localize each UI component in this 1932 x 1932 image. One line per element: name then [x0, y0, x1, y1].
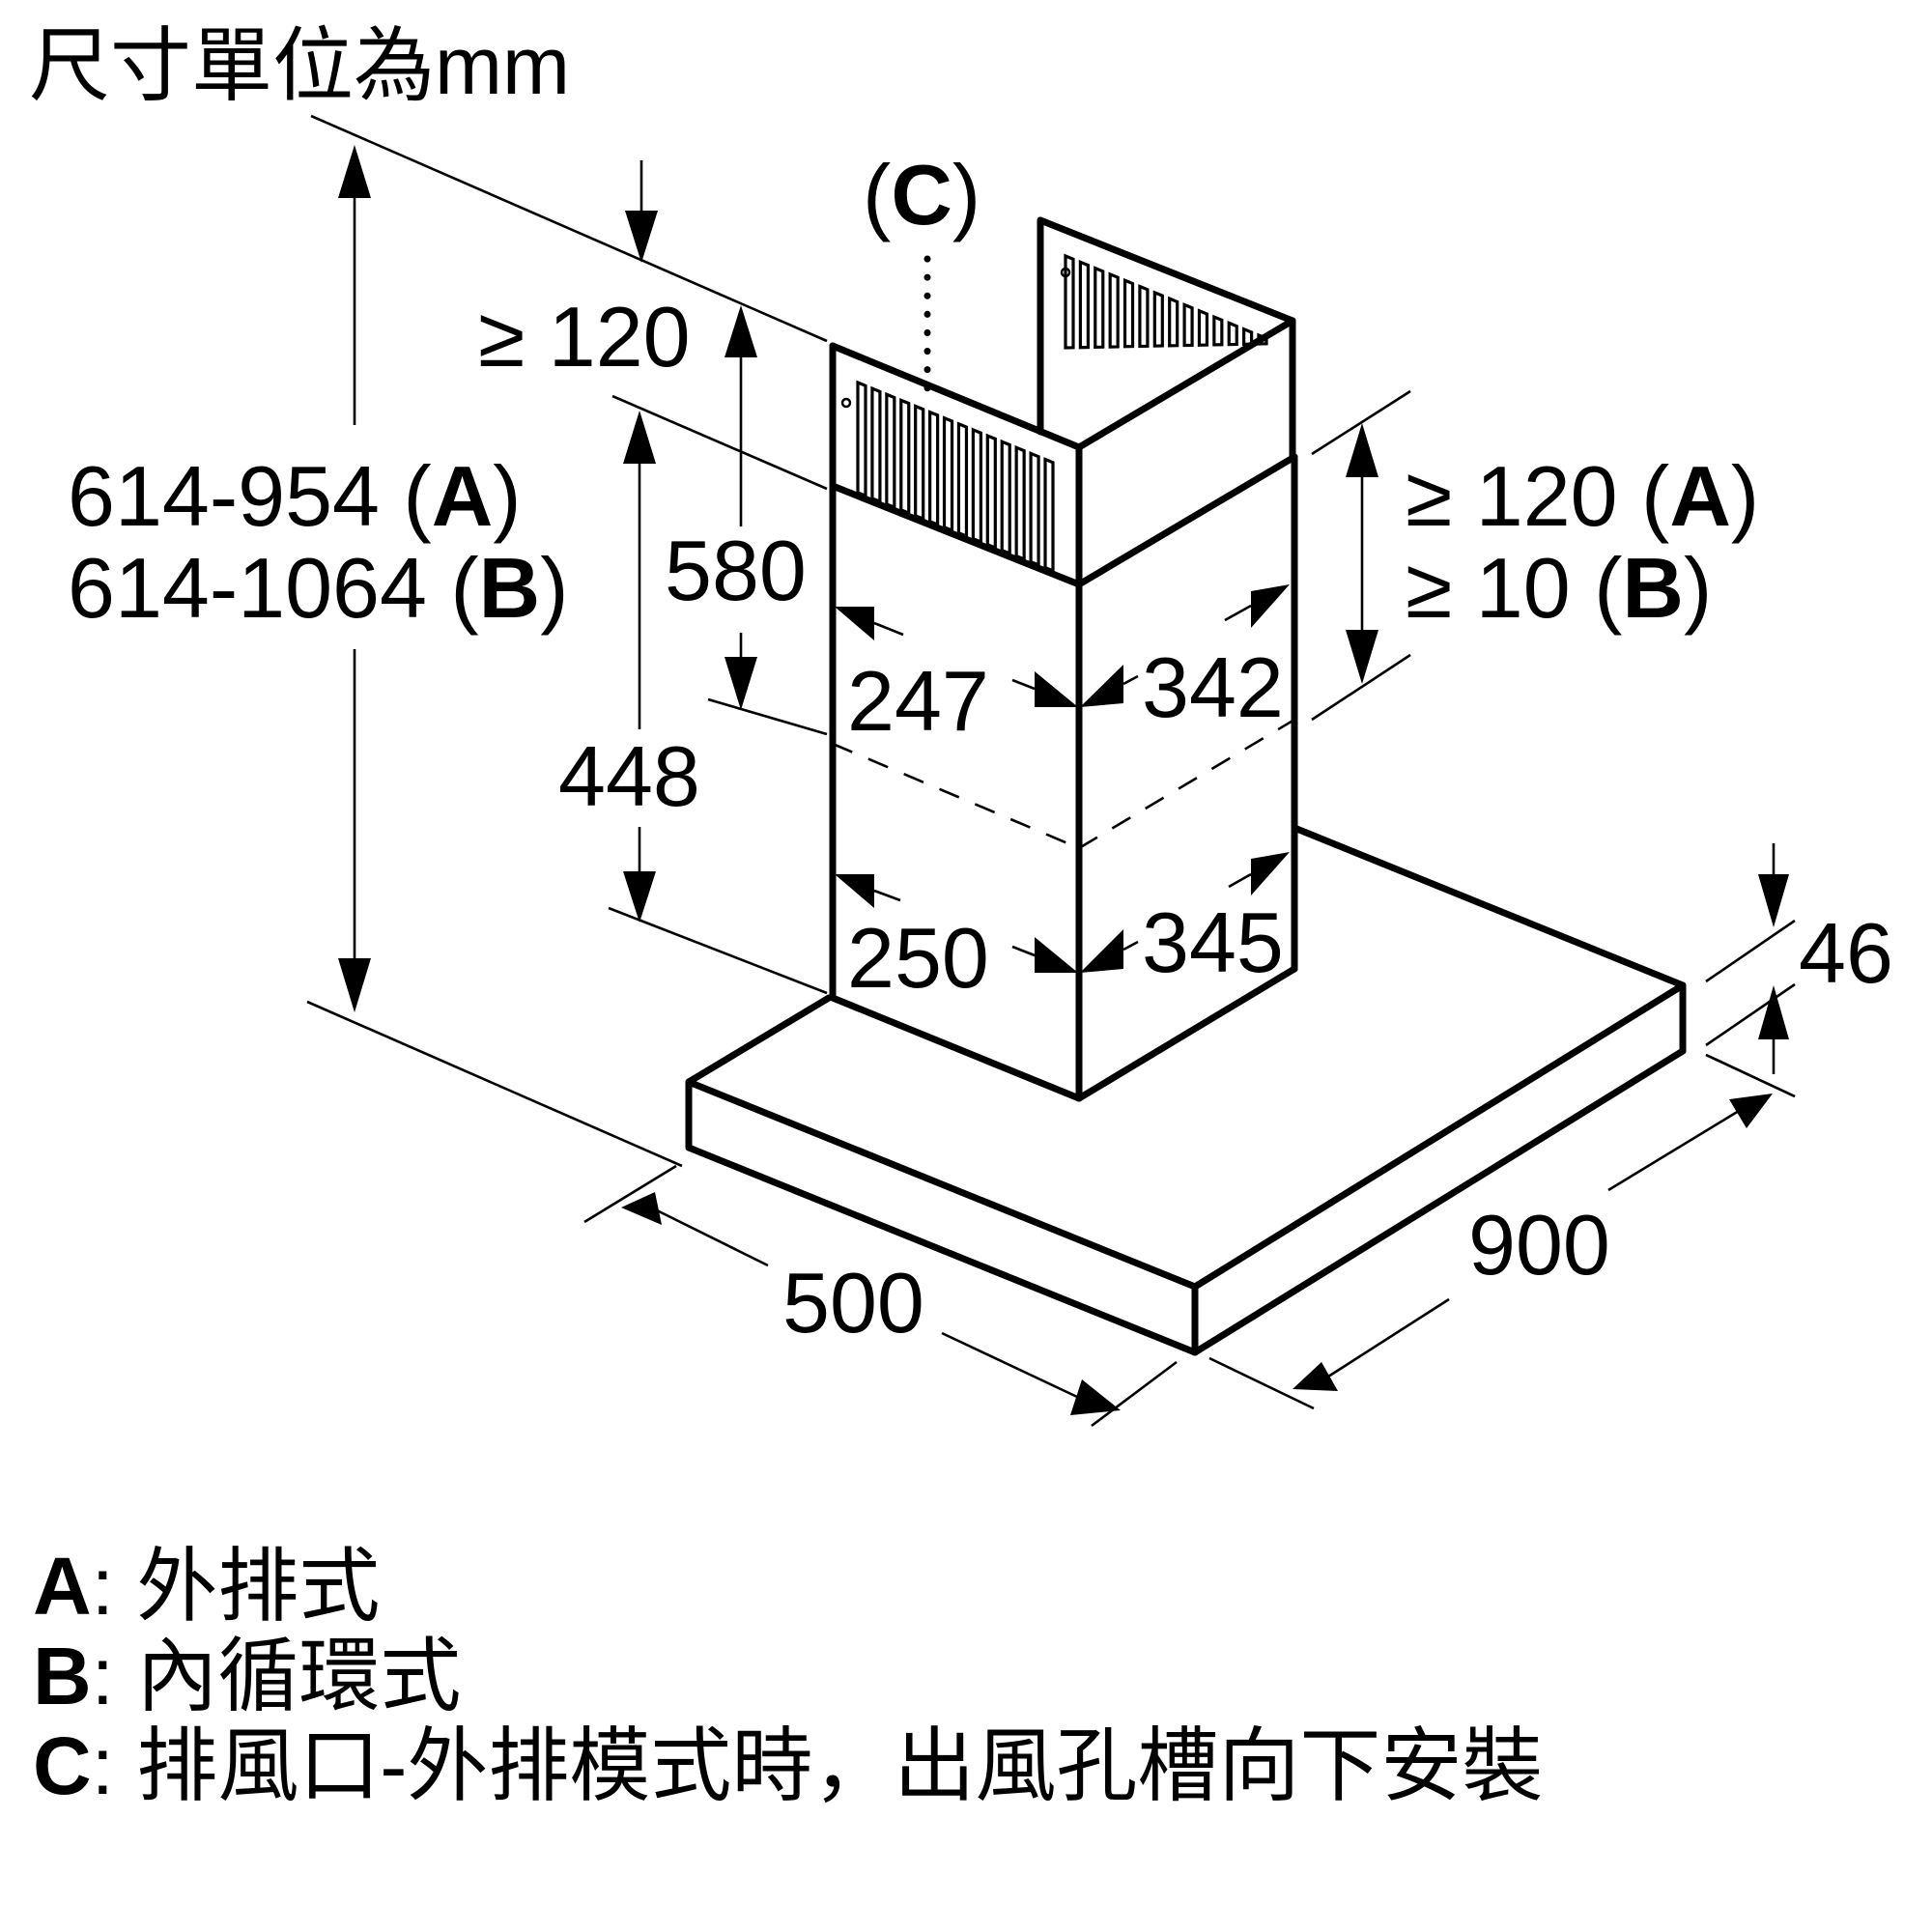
- upper-chimney-depth-label: 247: [847, 653, 989, 749]
- units-title: 尺寸單位為mm: [29, 20, 570, 111]
- legend-item-c: C: 排風口-外排模式時，出風孔槽向下安裝: [33, 1720, 1544, 1811]
- upper-chimney-back-panel: [1037, 216, 1296, 461]
- canopy-height-label: 46: [1799, 905, 1893, 1001]
- legend-item-a: A: 外排式: [33, 1541, 381, 1632]
- total-height-label-b: 614-1064 (B): [68, 540, 569, 636]
- lower-chimney-height-label: 448: [558, 728, 700, 824]
- upper-chimney-front-panel: [829, 342, 1083, 588]
- mode-key-a: A: [431, 448, 494, 544]
- total-height-label-a: 614-954 (A): [68, 448, 522, 544]
- right-clearance-label-b: ≥ 10 (B): [1406, 540, 1713, 636]
- upper-chimney-width-label: 342: [1142, 639, 1284, 735]
- outlet-marker-label: (C): [863, 147, 981, 242]
- upper-chimney-height-label: 580: [665, 523, 807, 618]
- vent-slots-back: [1064, 253, 1268, 350]
- canopy: [685, 824, 1687, 1356]
- vent-slots-front: [856, 380, 1055, 574]
- lower-chimney-width-label: 345: [1142, 895, 1284, 990]
- mode-key-b: B: [478, 540, 541, 636]
- canopy-depth-label: 500: [782, 1255, 924, 1350]
- lower-chimney: [829, 453, 1298, 1102]
- right-clearance-label-a: ≥ 120 (A): [1406, 448, 1760, 544]
- legend-item-b: B: 內循環式: [33, 1631, 462, 1721]
- canopy-width-label: 900: [1468, 1197, 1610, 1293]
- lower-chimney-depth-label: 250: [847, 910, 989, 1006]
- top-clearance-label: ≥ 120: [478, 289, 691, 384]
- screw-hole-icon: [840, 397, 852, 409]
